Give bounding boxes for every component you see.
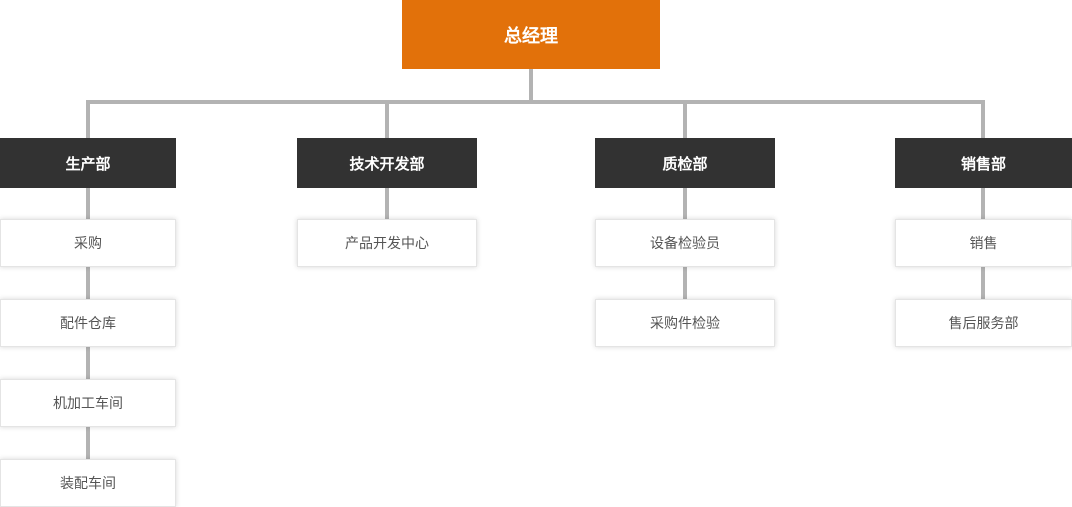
connector-root-stub	[529, 69, 533, 102]
connector-dept-stub-quality	[683, 104, 687, 138]
connector-quality-child-1	[683, 188, 687, 219]
quality-inspection-dept-node: 质检部	[595, 138, 775, 188]
connector-tech-child-1	[385, 188, 389, 219]
after-sales-service-node: 售后服务部	[895, 299, 1072, 347]
general-manager-node: 总经理	[402, 0, 660, 69]
purchased-parts-inspection-node: 采购件检验	[595, 299, 775, 347]
production-dept-node: 生产部	[0, 138, 176, 188]
machining-workshop-node: 机加工车间	[0, 379, 176, 427]
assembly-workshop-node: 装配车间	[0, 459, 176, 507]
connector-sales-child-1	[981, 188, 985, 219]
connector-production-child-4	[86, 427, 90, 459]
connector-production-child-1	[86, 188, 90, 219]
sales-node: 销售	[895, 219, 1072, 267]
tech-development-dept-node: 技术开发部	[297, 138, 477, 188]
connector-production-child-2	[86, 267, 90, 299]
connector-dept-stub-production	[86, 104, 90, 138]
equipment-inspector-node: 设备检验员	[595, 219, 775, 267]
connector-sales-child-2	[981, 267, 985, 299]
parts-warehouse-node: 配件仓库	[0, 299, 176, 347]
connector-horizontal-rail	[86, 100, 985, 104]
procurement-node: 采购	[0, 219, 176, 267]
sales-dept-node: 销售部	[895, 138, 1072, 188]
product-development-center-node: 产品开发中心	[297, 219, 477, 267]
connector-dept-stub-tech	[385, 104, 389, 138]
connector-quality-child-2	[683, 267, 687, 299]
connector-production-child-3	[86, 347, 90, 379]
connector-dept-stub-sales	[981, 104, 985, 138]
